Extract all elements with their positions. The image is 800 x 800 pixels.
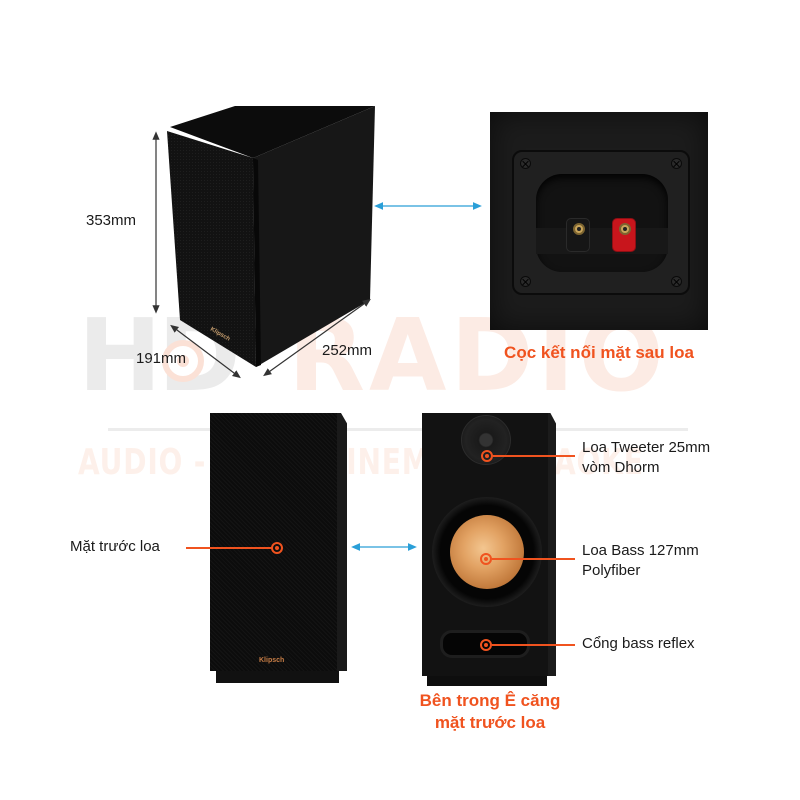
screw-icon xyxy=(671,158,682,169)
terminal-plate xyxy=(512,150,690,295)
rear-panel-caption: Cọc kết nối mặt sau loa xyxy=(504,343,694,362)
width-dimension-label: 252mm xyxy=(322,342,373,359)
inner-baffle-caption: Bên trong Ê căng mặt trước loa xyxy=(400,690,580,734)
inner-baffle-side xyxy=(548,413,556,676)
screw-icon xyxy=(520,158,531,169)
callout-dot-icon xyxy=(481,450,493,462)
callout-dot-icon xyxy=(271,542,283,554)
tweeter-label-line1: Loa Tweeter 25mm xyxy=(582,439,711,456)
callout-line xyxy=(492,644,575,646)
front-grille-base xyxy=(216,671,339,683)
klipsch-logo: Klipsch xyxy=(259,657,285,664)
callout-dot-icon xyxy=(480,553,492,565)
bass-label-line2: Polyfiber xyxy=(582,562,641,579)
screw-icon xyxy=(671,276,682,287)
front-grille-label: Mặt trước loa xyxy=(70,538,160,555)
inner-caption-line1: Bên trong Ê căng xyxy=(419,691,561,710)
callout-line xyxy=(493,455,575,457)
tweeter-label-line2: vòm Dhorm xyxy=(582,459,660,476)
port-callout-label: Cổng bass reflex xyxy=(582,635,695,652)
width-dimension-line xyxy=(263,298,371,377)
terminal-cup xyxy=(536,174,668,272)
callout-line xyxy=(186,547,272,549)
woofer-cone xyxy=(450,515,524,589)
inner-baffle-base xyxy=(427,676,547,686)
callout-line xyxy=(492,558,575,560)
screw-icon xyxy=(520,276,531,287)
watermark-divider xyxy=(108,428,688,431)
rear-panel-image xyxy=(490,112,708,330)
inner-caption-line2: mặt trước loa xyxy=(434,713,546,733)
bass-callout-label: Loa Bass 127mm Polyfiber xyxy=(582,541,699,581)
terminal-post-red xyxy=(612,218,636,252)
height-dimension-label: 353mm xyxy=(86,212,137,229)
bass-label-line1: Loa Bass 127mm xyxy=(582,542,699,559)
callout-dot-icon xyxy=(480,639,492,651)
depth-dimension-label: 191mm xyxy=(136,350,187,367)
tweeter-callout-label: Loa Tweeter 25mm vòm Dhorm xyxy=(582,438,710,478)
front-grille-side xyxy=(337,413,347,671)
depth-dimension-line xyxy=(170,324,241,379)
terminal-post-black xyxy=(566,218,590,252)
